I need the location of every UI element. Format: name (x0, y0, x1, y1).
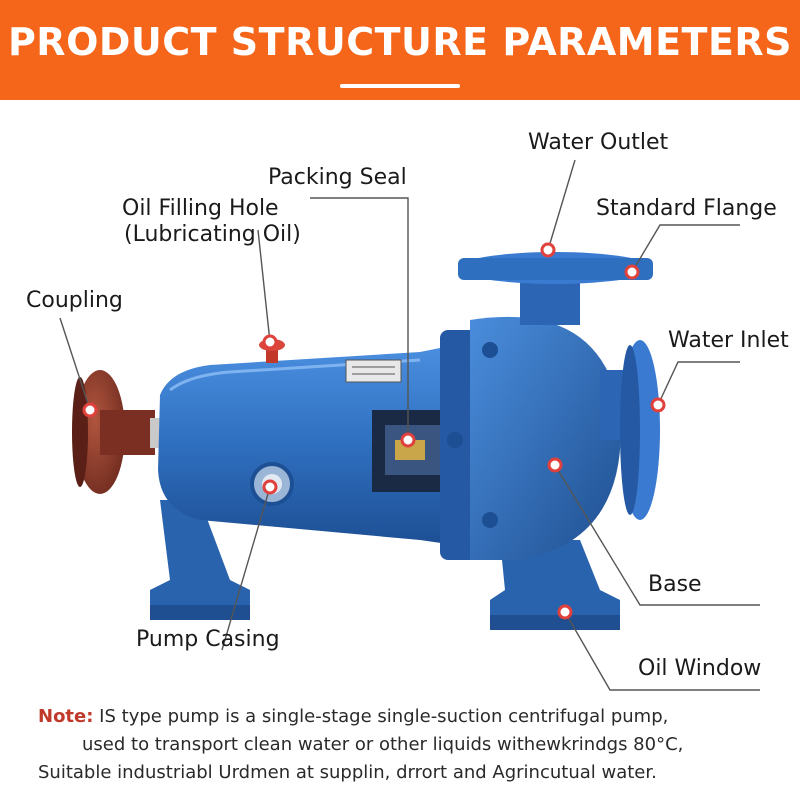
title-underline (340, 84, 460, 88)
header-banner: PRODUCT STRUCTURE PARAMETERS (0, 0, 800, 100)
label-packing-seal: Packing Seal (268, 165, 407, 190)
bracket-foot (150, 500, 250, 620)
label-oil-window: Oil Window (638, 656, 762, 681)
coupling-part (72, 370, 168, 494)
note-line-2: used to transport clean water or other l… (82, 734, 684, 755)
label-water-inlet: Water Inlet (668, 328, 789, 353)
callout-markers (82, 242, 666, 620)
volute-casing (440, 316, 621, 560)
note-key: Note: (38, 706, 94, 727)
note-line-1: Note: IS type pump is a single-stage sin… (38, 703, 778, 731)
label-coupling: Coupling (26, 288, 123, 313)
note-line-3: Suitable industriabl Urdmen at supplin, … (38, 762, 657, 783)
outlet-flange (458, 252, 653, 325)
label-oil-filling-hole: Oil Filling Hole (122, 196, 279, 221)
label-base: Base (648, 572, 702, 597)
note-text: Note: IS type pump is a single-stage sin… (38, 703, 778, 787)
page-title: PRODUCT STRUCTURE PARAMETERS (7, 20, 793, 64)
base-foot (490, 540, 620, 630)
pump-body (158, 339, 455, 545)
note-line-1-text: IS type pump is a single-stage single-su… (93, 706, 669, 727)
label-water-outlet: Water Outlet (528, 130, 669, 155)
label-standard-flange: Standard Flange (596, 196, 777, 221)
label-oil-filling-hole-note: (Lubricating Oil) (124, 222, 301, 247)
label-pump-casing: Pump Casing (136, 627, 280, 652)
callout-lines (59, 159, 760, 691)
inlet-flange (600, 340, 660, 520)
pump-diagram (59, 159, 760, 691)
